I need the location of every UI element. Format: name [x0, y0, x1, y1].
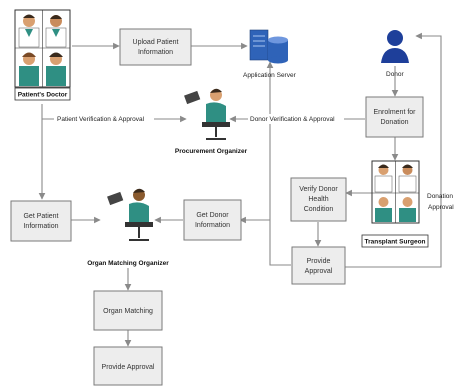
desk-worker-icon: [184, 88, 230, 140]
get-patient-info-line-2: Information: [23, 223, 58, 230]
get-donor-info-box: Get Donor Information: [183, 199, 242, 241]
provide-approval-donor-line-2: Approval: [305, 268, 333, 275]
doctor-icon: [18, 14, 40, 48]
organ-matching-organizer-actor: Organ Matching Organizer: [87, 188, 169, 267]
doctor-icon: [374, 164, 393, 193]
server-icon: [249, 29, 269, 61]
provide-approval-final-label: Provide Approval: [102, 364, 155, 371]
application-server-label: Application Server: [243, 72, 297, 79]
upload-patient-info-box: Upload Patient Information: [119, 28, 192, 66]
desk-worker-icon: [107, 188, 153, 241]
enrolment-line-2: Donation: [380, 119, 408, 126]
edge-approval-to-server: [266, 61, 291, 266]
nurse-icon: [375, 197, 392, 222]
doctor-icon: [45, 15, 67, 48]
get-donor-info-line-2: Information: [195, 222, 230, 229]
donor-verification-label-bg: [248, 114, 344, 124]
enrolment-line-1: Enrolment for: [373, 109, 416, 116]
verify-donor-line-3: Condition: [304, 206, 334, 213]
upload-patient-info-line-1: Upload Patient: [133, 39, 179, 46]
donor-actor: Donor: [381, 30, 409, 78]
doctor-icon: [398, 164, 417, 193]
application-server-actor: Application Server: [243, 29, 297, 79]
provide-approval-donor-line-1: Provide: [307, 258, 331, 265]
patients-doctor-actor: Patient's Doctor: [14, 9, 71, 101]
upload-patient-info-line-2: Information: [138, 49, 173, 56]
provide-approval-final-box: Provide Approval: [93, 346, 163, 386]
edge-donation-approval: [345, 32, 442, 268]
nurse-icon: [46, 52, 66, 86]
get-patient-info-line-1: Get Patient: [23, 213, 58, 220]
organ-matching-box: Organ Matching: [93, 290, 163, 331]
procurement-organizer-label: Procurement Organizer: [175, 148, 248, 155]
person-icon: [381, 30, 409, 63]
get-donor-info-line-1: Get Donor: [196, 212, 229, 219]
patient-verification-label: Patient Verification & Approval: [57, 116, 145, 123]
organ-matching-label: Organ Matching: [103, 308, 153, 315]
donation-approval-label-line-2: Approval: [428, 204, 454, 211]
database-icon: [268, 36, 288, 64]
transplant-surgeon-actor: Transplant Surgeon: [361, 160, 429, 248]
donor-verification-label: Donor Verification & Approval: [250, 116, 335, 123]
patient-verification-label-bg: [54, 114, 154, 124]
enrolment-box: Enrolment for Donation: [365, 96, 424, 138]
organ-matching-organizer-label: Organ Matching Organizer: [87, 260, 169, 267]
verify-donor-box: Verify Donor Health Condition: [290, 177, 347, 222]
provide-approval-donor-box: Provide Approval: [291, 246, 346, 285]
patients-doctor-label: Patient's Doctor: [18, 92, 68, 99]
procurement-organizer-actor: Procurement Organizer: [175, 88, 248, 155]
nurse-icon: [19, 52, 39, 86]
donation-approval-label-line-1: Donation: [427, 193, 453, 200]
verify-donor-line-2: Health: [308, 196, 328, 203]
get-patient-info-box: Get Patient Information: [10, 200, 72, 242]
nurse-icon: [399, 197, 416, 222]
transplant-surgeon-label: Transplant Surgeon: [364, 239, 425, 246]
donor-label: Donor: [386, 71, 405, 78]
verify-donor-line-1: Verify Donor: [299, 186, 338, 193]
